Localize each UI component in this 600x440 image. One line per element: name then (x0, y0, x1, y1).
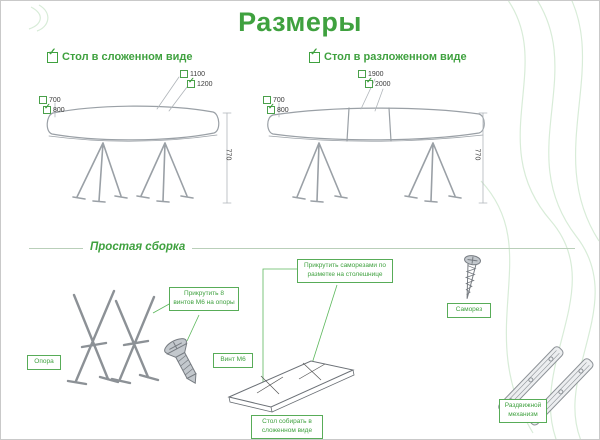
bolt-drawing (164, 338, 197, 385)
dim-height: 770 (224, 148, 232, 161)
dim-checkbox-checked-icon: ✓ (365, 76, 373, 88)
section-header-folded: ✓ Стол в сложенном виде (47, 47, 193, 63)
dim-width-option-1: 700 (263, 96, 285, 104)
callout-connector-lines (152, 268, 338, 383)
section-header-unfolded: ✓ Стол в разложенном виде (309, 47, 467, 63)
screw-label: Саморез (447, 303, 491, 318)
dim-width-option-1: 700 (39, 96, 61, 104)
dim-width-option-2: ✓ 800 (43, 102, 65, 114)
dim-checkbox-checked-icon: ✓ (43, 102, 51, 114)
dim-checkbox-icon (358, 70, 366, 78)
support-label: Опора (27, 355, 61, 370)
checkbox-icon: ✓ (309, 47, 320, 63)
screws-note-callout: Прикрутить саморезами по разметке на сто… (297, 259, 393, 283)
dim-height: 770 (473, 148, 481, 161)
section-header-unfolded-label: Стол в разложенном виде (324, 51, 467, 63)
dim-checkbox-checked-icon: ✓ (267, 102, 275, 114)
dim-length-option-2: ✓ 1200 (187, 76, 213, 88)
section-header-assembly: Простая сборка (83, 241, 193, 253)
dim-checkbox-icon (39, 96, 47, 104)
bolt-label: Винт М6 (213, 353, 253, 368)
table-legs-drawing (66, 289, 160, 386)
self-tapping-screw-drawing (464, 255, 481, 299)
assemble-note-callout: Стол собирать в сложенном виде (251, 415, 323, 439)
dim-length-option-2: ✓ 2000 (365, 76, 391, 88)
tabletop-underside-drawing (227, 360, 355, 413)
dim-width-option-2: ✓ 800 (267, 102, 289, 114)
dim-checkbox-icon (180, 70, 188, 78)
checkbox-icon: ✓ (47, 47, 58, 63)
section-header-folded-label: Стол в сложенном виде (62, 51, 193, 63)
section-divider (29, 248, 575, 249)
folded-table-drawing (46, 76, 232, 204)
page-title: Размеры (238, 7, 362, 37)
unfolded-table-drawing (267, 78, 488, 204)
dim-length-option-1: 1100 (180, 70, 205, 78)
bolts-note-callout: Прикрутить 8 винтов М6 на опоры (169, 287, 239, 311)
mechanism-label: Раздвижной механизм (499, 399, 547, 423)
dim-checkbox-checked-icon: ✓ (187, 76, 195, 88)
dim-checkbox-icon (263, 96, 271, 104)
dim-length-option-1: 1900 (358, 70, 384, 78)
